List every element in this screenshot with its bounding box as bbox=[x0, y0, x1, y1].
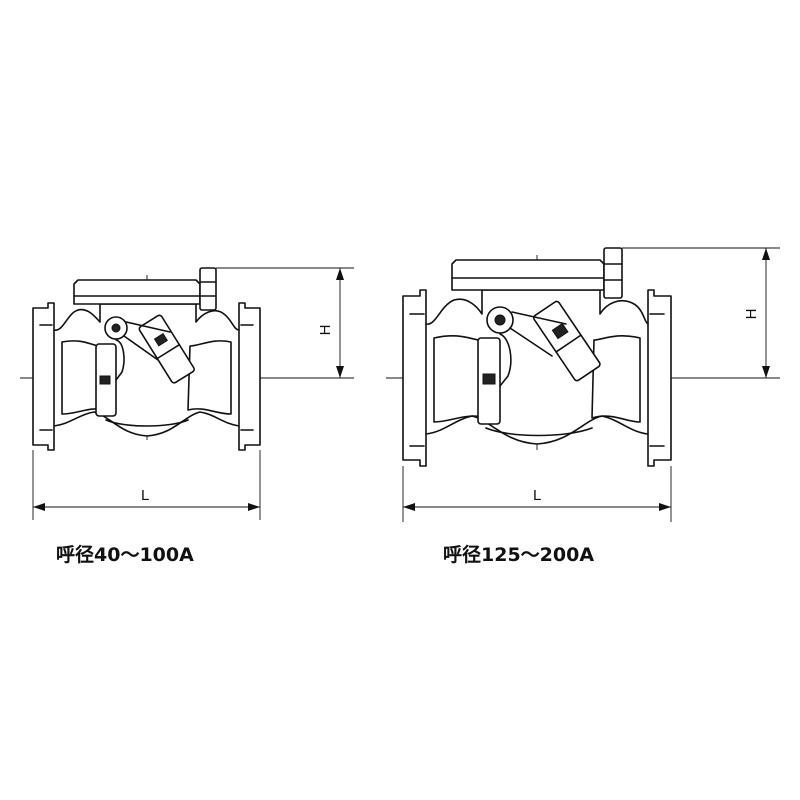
length-dimension: L bbox=[402, 466, 672, 522]
height-dimension: H bbox=[622, 247, 780, 378]
body-cover bbox=[451, 259, 605, 291]
valve-body bbox=[425, 289, 649, 445]
height-dimension: H bbox=[216, 267, 354, 378]
length-label: L bbox=[533, 487, 541, 504]
swing-arm bbox=[138, 314, 195, 384]
cover-bolt bbox=[603, 247, 623, 299]
height-label: H bbox=[317, 325, 334, 336]
cover-bolt bbox=[199, 267, 217, 311]
valve-drawing-small: L H bbox=[20, 267, 354, 520]
length-label: L bbox=[141, 487, 149, 504]
height-label: H bbox=[743, 309, 760, 320]
caption-large-size: 呼径125～200A bbox=[443, 544, 595, 566]
length-dimension: L bbox=[32, 450, 261, 520]
valve-drawing-large: L H bbox=[386, 247, 780, 522]
caption-small-size: 呼径40～100A bbox=[56, 544, 194, 566]
body-cover bbox=[73, 279, 201, 305]
